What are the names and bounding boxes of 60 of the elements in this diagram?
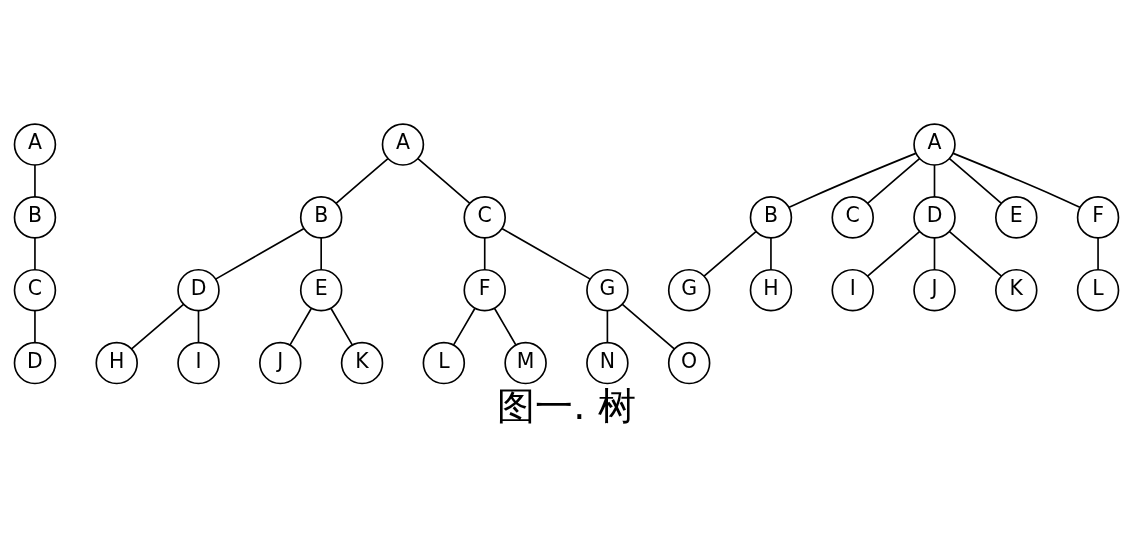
node-circle: J [913,268,956,312]
node-circle: K [340,341,384,385]
node-circle: A [13,123,57,166]
node-circle: G [667,268,711,312]
node-circle: B [749,196,793,239]
connector [501,227,591,280]
connector [1097,237,1099,271]
node-circle: H [95,341,138,385]
node-circle: C [13,268,57,312]
node-circle: C [831,196,874,239]
node-circle: I [831,268,874,312]
connector [34,309,36,344]
caption: 图一. 树 [497,383,636,429]
node-circle: H [749,268,793,312]
node-circle: A [913,123,956,166]
connector [606,309,609,344]
node-circle: F [1076,196,1120,239]
connector [335,157,389,205]
connector [493,307,517,346]
node-circle: C [463,196,506,239]
connector [952,152,1081,209]
connector [933,164,936,198]
connector [330,307,354,346]
node-circle: O [667,341,711,385]
node-circle: F [463,268,506,312]
connector [788,152,917,209]
node-circle: B [299,196,343,239]
node-circle: G [586,268,629,312]
connector [948,157,1003,205]
connector [933,237,936,271]
node-circle: A [381,123,425,166]
node-circle: B [13,196,57,239]
connector [417,157,471,205]
node-circle: D [13,341,57,385]
node-circle: L [1076,268,1120,312]
connector [866,230,921,277]
connector [34,237,36,271]
connector [483,237,486,271]
connector [215,227,305,280]
node-circle: M [504,341,547,385]
connector [703,230,757,277]
node-circle: D [177,268,220,312]
node-circle: E [995,196,1038,239]
connector [197,309,200,344]
connector [289,307,313,346]
connector [34,164,36,198]
node-circle: L [422,341,466,385]
connector [866,157,921,205]
node-circle: E [299,268,343,312]
node-circle: J [259,341,302,385]
connector [452,307,476,346]
connector [770,237,772,271]
connector [948,230,1003,277]
node-circle: N [586,341,629,385]
connector [320,237,322,271]
connector [621,303,676,350]
connector [130,303,185,350]
node-circle: D [913,196,956,239]
node-circle: K [995,268,1038,312]
node-circle: I [177,341,220,385]
